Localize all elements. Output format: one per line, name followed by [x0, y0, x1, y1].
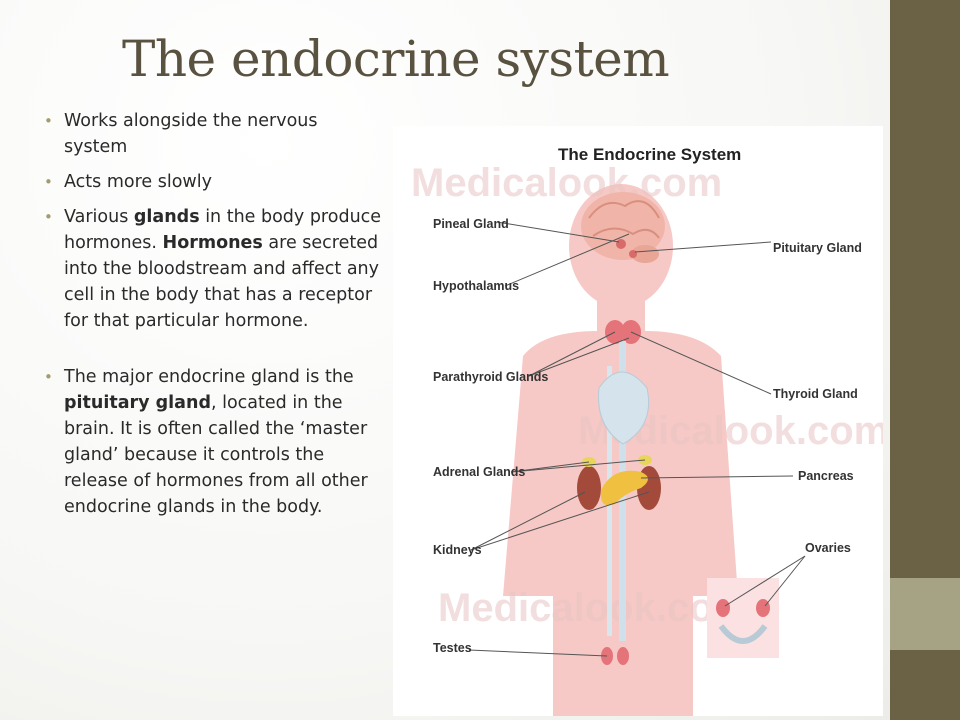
label-testes: Testes	[433, 641, 472, 655]
slide-title: The endocrine system	[122, 30, 670, 88]
bullet-dot-icon: •	[44, 112, 53, 130]
pancreas	[600, 470, 648, 506]
bullet-item: • Acts more slowly	[42, 169, 382, 195]
testes	[601, 647, 629, 665]
bullet-list: • Works alongside the nervous system • Acts…	[42, 108, 382, 529]
label-thyroid-gland: Thyroid Gland	[773, 387, 858, 401]
decorative-side-bar	[890, 0, 960, 720]
bullet-dot-icon: •	[44, 208, 53, 226]
label-ovaries: Ovaries	[805, 541, 851, 555]
label-parathyroid-glands: Parathyroid Glands	[433, 370, 548, 384]
bullet-text: in the body produce hormones.	[64, 207, 382, 253]
bullet-bold-term: Hormones	[162, 233, 263, 253]
bullet-text: The major endocrine gland is the	[64, 367, 354, 387]
bullet-bold-term: glands	[133, 207, 200, 227]
ovaries-inset	[707, 578, 779, 658]
label-hypothalamus: Hypothalamus	[433, 279, 519, 293]
bullet-item: • Works alongside the nervous system	[42, 108, 382, 160]
endocrine-diagram-svg: Medicalook.com Medicalook.com Medicalook…	[411, 145, 883, 716]
diagram-title: The Endocrine System	[558, 145, 741, 164]
label-adrenal-glands: Adrenal Glands	[433, 465, 525, 479]
decorative-band	[890, 578, 960, 650]
bullet-text: Works alongside the nervous system	[64, 111, 318, 157]
label-pituitary-gland: Pituitary Gland	[773, 241, 862, 255]
bullet-text: are secreted into the bloodstream and af…	[64, 233, 379, 331]
brain	[581, 192, 665, 263]
leader-lines	[468, 221, 806, 657]
bullet-bold-term: pituitary gland	[64, 393, 211, 413]
watermark-3: Medicalook.com	[438, 586, 749, 630]
bullet-text: Various	[64, 207, 134, 227]
bullet-text: , located in the brain. It is often call…	[64, 393, 368, 517]
bullet-dot-icon: •	[44, 368, 53, 386]
label-pineal-gland: Pineal Gland	[433, 217, 509, 231]
endocrine-diagram: Medicalook.com Medicalook.com Medicalook…	[393, 126, 883, 716]
watermark-1: Medicalook.com	[411, 161, 722, 205]
label-pancreas: Pancreas	[798, 469, 854, 483]
bullet-text: Acts more slowly	[64, 172, 212, 192]
bullet-dot-icon: •	[44, 173, 53, 191]
label-kidneys: Kidneys	[433, 543, 482, 557]
bullet-item: • Various glands in the body produce horm…	[42, 204, 382, 334]
bullet-item: • The major endocrine gland is the pituit…	[42, 364, 382, 520]
